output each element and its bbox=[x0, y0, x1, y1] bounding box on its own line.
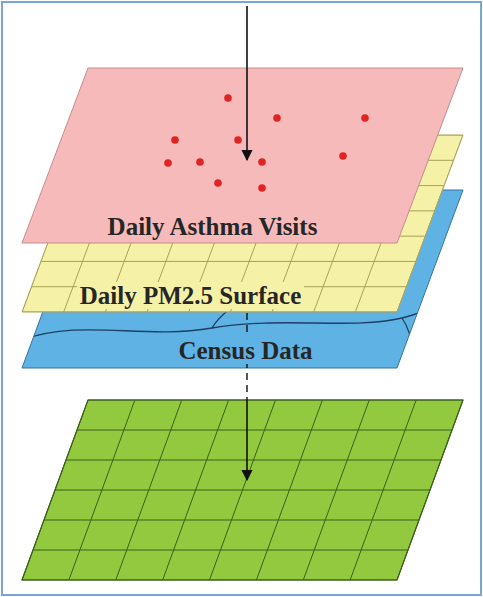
grid-line bbox=[44, 520, 419, 521]
grid-line bbox=[22, 580, 397, 581]
layer-decoration bbox=[164, 94, 369, 192]
boundary-line bbox=[402, 318, 422, 368]
visit-dot bbox=[164, 159, 172, 167]
layer-label: Daily PM2.5 Surface bbox=[77, 282, 304, 310]
visit-dot bbox=[273, 114, 281, 122]
grid-line bbox=[41, 261, 416, 262]
layer-fill bbox=[22, 68, 463, 243]
visit-dot bbox=[361, 114, 369, 122]
asthma-layer: Daily Asthma Visits bbox=[22, 68, 463, 243]
visit-dot bbox=[234, 136, 242, 144]
layer-label: Census Data bbox=[175, 337, 315, 365]
layer-label: Daily Asthma Visits bbox=[105, 213, 321, 241]
grid-line bbox=[88, 400, 463, 401]
dashed-line bbox=[246, 313, 247, 400]
grid-lines bbox=[22, 400, 463, 580]
layer-outline bbox=[22, 68, 463, 243]
output-arrow bbox=[246, 400, 248, 480]
visit-dot bbox=[224, 94, 232, 102]
visit-dot bbox=[258, 158, 266, 166]
grid-line bbox=[77, 430, 452, 431]
visit-dot bbox=[258, 184, 266, 192]
output-grid bbox=[22, 400, 463, 580]
grid-line bbox=[33, 550, 408, 551]
visit-dot bbox=[171, 136, 179, 144]
input-arrow bbox=[246, 6, 248, 160]
grid-line bbox=[66, 460, 441, 461]
visit-dot bbox=[214, 179, 222, 187]
visit-dot bbox=[339, 152, 347, 160]
visit-dot bbox=[196, 158, 204, 166]
grid-line bbox=[55, 490, 430, 491]
